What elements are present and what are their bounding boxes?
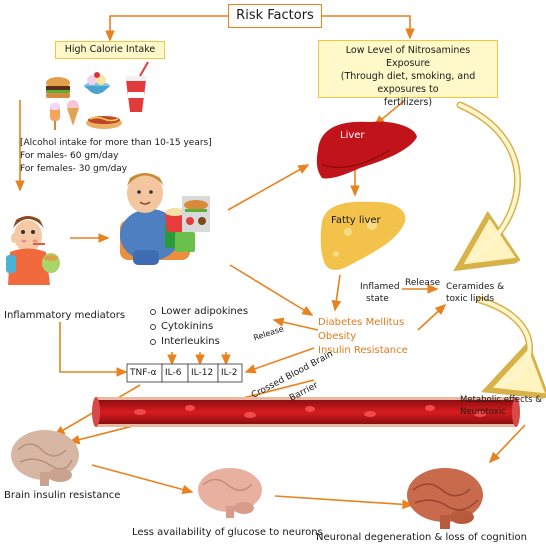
- curved-arrows: [460, 101, 530, 385]
- less-glucose-label: Less availability of glucose to neurons: [132, 527, 323, 538]
- arrow-obese-disease: [229, 264, 314, 316]
- inflamed-state-line-2: state: [366, 294, 389, 304]
- curved-arrow-top: [460, 101, 521, 260]
- blood-vessel-illustration: [92, 397, 520, 427]
- arrow-glucose-neuronal: [274, 495, 414, 510]
- neuronal-label: Neuronal degeneration & loss of cognitio…: [316, 532, 527, 543]
- burger-icon: [46, 77, 70, 98]
- liver-illustration: [316, 121, 417, 179]
- release-label: Release: [405, 278, 441, 288]
- ceramides-line-2: toxic lipids: [446, 294, 495, 304]
- high-calorie-intake-box: High Calorie Intake: [55, 41, 165, 59]
- nitrosamines-line-1: Low Level of Nitrosamines Exposure: [345, 45, 471, 69]
- mediator-item-interleukins: Interleukins: [161, 336, 220, 347]
- cytokine-boxes: [126, 363, 243, 383]
- nitrosamines-line-2: (Through diet, smoking, and exposures to: [340, 71, 476, 95]
- metabolic-line-2: Neurotoxic: [460, 407, 506, 417]
- ice-cream-cone-icon: [67, 100, 79, 126]
- popsicle-icon: [50, 103, 60, 130]
- brain-icon-middle: [198, 468, 262, 518]
- alcohol-text-1: [Alcohol intake for more than 10-15 year…: [20, 138, 212, 148]
- nitrosamines-line-3: fertilizers): [383, 97, 433, 108]
- brain-icon-right: [407, 468, 483, 529]
- cytokine-il12: IL-12: [191, 368, 214, 378]
- arrow-mediators-tnf: [59, 322, 128, 377]
- hotdog-icon: [86, 116, 122, 129]
- alcohol-text-3: For females- 30 gm/day: [20, 164, 128, 174]
- food-icons: [46, 61, 149, 130]
- arrow-brain-glucose: [91, 464, 194, 495]
- arrow-meta-neuronal: [488, 424, 526, 464]
- bullet-circles: [150, 309, 156, 345]
- child-eating-illustration: [6, 216, 60, 285]
- disease-insulin-resistance: Insulin Resistance: [318, 345, 408, 356]
- drink-cup-icon: [126, 61, 149, 112]
- inflamed-state-line-1: Inflamed: [360, 282, 400, 292]
- inflammatory-mediators-label: Inflammatory mediators: [4, 310, 126, 321]
- ceramides-line-1: Ceramides &: [446, 282, 505, 292]
- title-risk-factors: Risk Factors: [228, 4, 322, 28]
- alcohol-text-2: For males- 60 gm/day: [20, 151, 119, 161]
- arrow-fatty-disease: [331, 274, 342, 312]
- cytokine-il2: IL-2: [221, 368, 238, 378]
- arrow-nitro-liver: [373, 99, 406, 127]
- arrow-disease-cyto: [244, 347, 315, 374]
- arrow-obese-liver: [227, 164, 310, 211]
- obese-child-illustration: [120, 173, 210, 265]
- metabolic-line-1: Metabolic effects &: [460, 395, 542, 405]
- fatty-liver-illustration: [320, 201, 406, 270]
- disease-obesity: Obesity: [318, 331, 357, 342]
- disease-diabetes: Diabetes Mellitus: [318, 317, 405, 328]
- cytokine-tnf: TNF-α: [130, 368, 157, 378]
- brain-icon-left: [11, 430, 79, 486]
- ice-cream-bowl-icon: [84, 72, 110, 94]
- cytokine-il6: IL-6: [165, 368, 182, 378]
- mediator-item-adipokines: Lower adipokines: [161, 306, 249, 317]
- nitrosamines-box: Low Level of Nitrosamines Exposure (Thro…: [318, 40, 498, 108]
- mediator-item-cytokinins: Cytokinins: [161, 321, 214, 332]
- arrow-title-right: [322, 15, 415, 40]
- liver-label: Liver: [340, 130, 365, 141]
- arrow-title-left: [105, 15, 228, 42]
- fatty-liver-label: Fatty liver: [331, 215, 381, 226]
- arrow-disease-ceramides: [417, 303, 447, 331]
- brain-insulin-label: Brain insulin resistance: [4, 490, 121, 501]
- arrow-disease-list: [272, 317, 319, 331]
